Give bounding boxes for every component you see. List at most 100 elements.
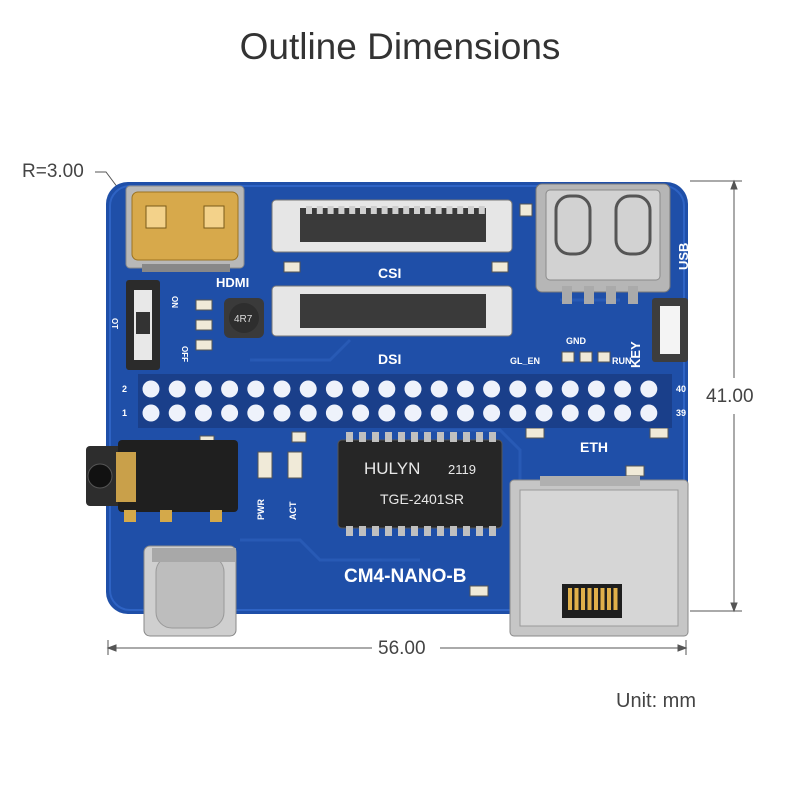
transformer-pin <box>385 526 392 536</box>
csi-pin <box>478 206 485 214</box>
dimension-lines <box>95 171 742 655</box>
hdmi-label: HDMI <box>216 275 249 290</box>
key-label: KEY <box>628 341 643 368</box>
rj45-pin <box>574 588 579 610</box>
gpio-pin <box>535 380 553 398</box>
gpio-pin <box>168 380 186 398</box>
gpio-pin <box>404 404 422 422</box>
pin-2-label: 2 <box>122 384 127 394</box>
gpio-pin <box>325 380 343 398</box>
transformer-pin <box>424 432 431 442</box>
csi-pin <box>468 206 474 214</box>
gpio-pin <box>142 380 160 398</box>
rj45-pin <box>607 588 611 610</box>
transformer-pin <box>450 432 457 442</box>
gpio-pin <box>430 404 448 422</box>
transformer-brand: HULYN <box>364 459 420 478</box>
rj45-pin <box>568 588 572 610</box>
key-button <box>652 298 688 362</box>
gpio-pins <box>142 380 658 422</box>
gpio-pin <box>378 404 396 422</box>
gpio-pin <box>273 404 291 422</box>
pin-1-label: 1 <box>122 408 127 418</box>
transformer-pin <box>411 432 418 442</box>
transformer-pin <box>346 432 353 442</box>
gpio-pin <box>168 404 186 422</box>
rj45-port <box>509 476 689 637</box>
board-name: CM4-NANO-B <box>344 566 466 587</box>
usb-label: USB <box>676 243 691 270</box>
transformer-pin <box>437 432 444 442</box>
csi-pin <box>446 206 453 214</box>
gpio-pin <box>509 380 527 398</box>
csi-pin <box>338 206 345 214</box>
inductor <box>224 298 264 338</box>
gpio-pin <box>194 404 212 422</box>
gpio-pin <box>221 380 239 398</box>
gnd-label: GND <box>566 336 587 346</box>
gpio-pin <box>483 404 501 422</box>
height-label: 41.00 <box>706 386 754 407</box>
gpio-pin <box>561 404 579 422</box>
transformer-pin <box>359 432 366 442</box>
transformer-pin <box>398 432 405 442</box>
gpio-pin <box>640 404 658 422</box>
transformer-pin <box>346 526 353 536</box>
gpio-pin <box>587 380 605 398</box>
transformer-part: TGE-2401SR <box>380 491 464 507</box>
gpio-pin <box>299 404 317 422</box>
gpio-pin <box>221 404 239 422</box>
rj45-pin <box>587 588 592 610</box>
switch-ot-label: OT <box>110 318 119 329</box>
csi-connector <box>271 199 513 300</box>
gpio-pin <box>194 380 212 398</box>
gpio-pin <box>614 404 632 422</box>
gpio-pin <box>404 380 422 398</box>
csi-pin <box>370 206 377 214</box>
csi-label: CSI <box>378 265 401 281</box>
csi-pin <box>424 206 431 214</box>
csi-pin <box>414 206 420 214</box>
gpio-pin <box>587 404 605 422</box>
gpio-pin <box>614 380 632 398</box>
boot-switch <box>126 280 160 370</box>
width-label: 56.00 <box>378 638 426 659</box>
transformer-date-code: 2119 <box>448 462 476 477</box>
gpio-pin <box>142 404 160 422</box>
gpio-pin <box>456 380 474 398</box>
gpio-pin <box>352 380 370 398</box>
usb-c-port <box>143 545 237 637</box>
gpio-header <box>138 374 672 428</box>
transformer-pin <box>385 432 392 442</box>
csi-pin <box>306 206 312 214</box>
csi-pin <box>457 206 464 214</box>
rj45-pin <box>581 588 585 610</box>
transformer-pin <box>476 432 483 442</box>
gpio-pin <box>352 404 370 422</box>
eth-label: ETH <box>580 439 608 455</box>
csi-pin <box>349 206 356 214</box>
hdmi-port <box>125 185 245 272</box>
pin-39-label: 39 <box>676 408 686 418</box>
transformer-pin <box>398 526 405 536</box>
usb-port <box>535 183 671 304</box>
rj45-pin <box>613 588 618 610</box>
transformer-pin <box>424 526 431 536</box>
inductor-label: 4R7 <box>234 314 253 325</box>
csi-pin <box>403 206 410 214</box>
dsi-connector <box>271 285 513 337</box>
transformer-pin <box>411 526 418 536</box>
gpio-pin <box>247 380 265 398</box>
csi-pin <box>381 206 388 214</box>
gpio-pin <box>325 404 343 422</box>
gpio-pin <box>561 380 579 398</box>
transformer-pin <box>463 526 470 536</box>
run-label: RUN <box>612 356 632 366</box>
gpio-pin <box>535 404 553 422</box>
switch-off-label: OFF <box>180 346 189 362</box>
transformer-pin <box>372 526 379 536</box>
gpio-pin <box>483 380 501 398</box>
csi-pin <box>327 206 334 214</box>
csi-pin <box>392 206 399 214</box>
